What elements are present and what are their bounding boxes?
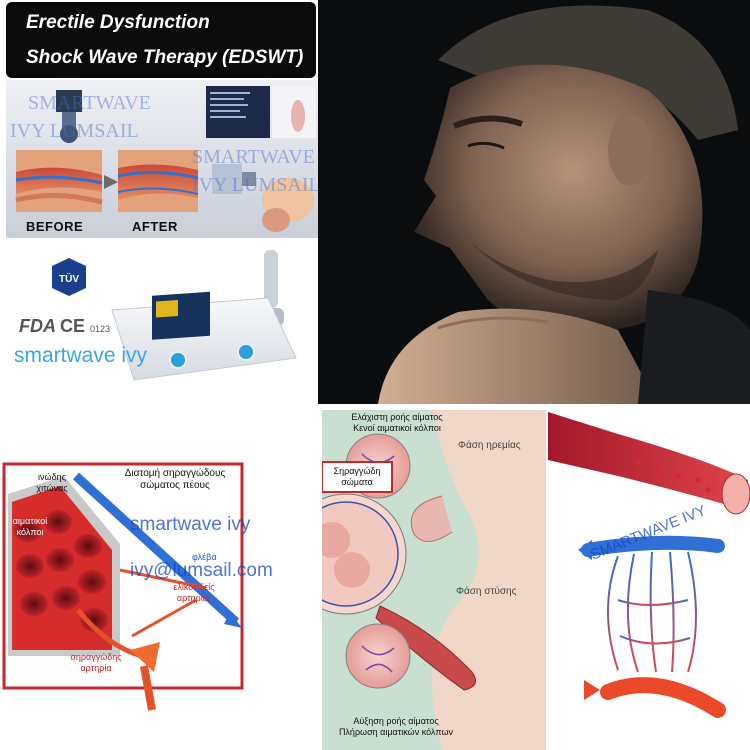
vessel-diagram: SMARTWAVE IVY	[548, 410, 750, 750]
top-caption-line1: Ελάχιστη ροής αίματος	[351, 412, 443, 422]
watermark-top-line2: IVY LUMSAIL	[10, 120, 139, 142]
ce-mark-letters: CE	[60, 316, 86, 336]
cross-section-illustration	[2, 462, 244, 711]
title-line-2: Shock Wave Therapy (EDSWT)	[26, 47, 304, 68]
man-profile-image	[318, 0, 750, 404]
bottom-caption: Αύξηση ροής αίματος Πλήρωση αιματικών κό…	[326, 716, 466, 738]
label-artery: σηραγγώδης αρτηρία	[70, 652, 122, 673]
blood-cells	[635, 453, 711, 493]
before-tissue	[15, 150, 103, 212]
device-illustration: TÜV	[52, 250, 297, 381]
vessel-illustration	[548, 412, 750, 718]
phase-erection-label: Φάση στύσης	[456, 586, 517, 597]
watermark-right-line1: SMARTWAVE	[192, 146, 315, 168]
label-tunica: ινώδης χιτώνας	[36, 472, 68, 493]
watermark-right-line2: IVY LUMSAIL	[192, 174, 318, 196]
title-banner: Erectile Dysfunction Shock Wave Therapy …	[6, 2, 316, 78]
tuv-badge-icon: TÜV	[52, 258, 86, 296]
man-photo	[318, 0, 750, 404]
before-after-illustration	[6, 80, 318, 238]
label-sinuses: αιματικοί κόλποι	[12, 516, 48, 537]
top-caption-line2: Κενοί αιματικοί κόλποι	[353, 423, 441, 433]
label-vein: φλέβα	[192, 552, 217, 562]
cavernosa-label-line2: σώματα	[341, 477, 373, 487]
after-tissue	[117, 150, 199, 212]
ce-mark-number: 0123	[90, 324, 111, 334]
after-label: AFTER	[132, 219, 178, 234]
watermark-top-line1: SMARTWAVE	[28, 92, 151, 114]
label-helicine: ελικοειδείς αρτηρίες	[173, 582, 215, 603]
title-line-1: Erectile Dysfunction	[26, 12, 210, 33]
before-label: BEFORE	[26, 219, 84, 234]
before-after-panel: SMARTWAVE IVY LUMSAIL SMARTWAVE IVY LUMS…	[6, 80, 318, 238]
cross-section-diagram: Διατομή σηραγγώδους σώματος πέους ινώδης…	[0, 410, 322, 750]
device-panel: TÜV FDA CE 0123 smartwave ivy	[6, 248, 318, 398]
phases-illustration	[322, 410, 546, 750]
phase-rest-label: Φάση ηρεμίας	[458, 440, 521, 451]
cavernosa-label-line1: Σηραγγώδη	[333, 466, 381, 476]
ce-mark: CE 0123	[60, 316, 110, 337]
cavernosa-label: Σηραγγώδη σώματα	[324, 466, 390, 488]
cross-section-title: Διατομή σηραγγώδους σώματος πέους	[124, 468, 226, 491]
watermark-name: smartwave ivy	[130, 514, 251, 535]
device-watermark: smartwave ivy	[14, 344, 148, 367]
bottom-caption-line2: Πλήρωση αιματικών κόλπων	[338, 727, 454, 737]
bottom-caption-line1: Αύξηση ροής αίματος	[353, 716, 439, 726]
svg-text:TÜV: TÜV	[59, 272, 79, 285]
phases-diagram: Ελάχιστη ροής αίματος Κενοί αιματικοί κό…	[322, 410, 546, 750]
watermark-email: ivy@lumsail.com	[130, 560, 273, 581]
fda-mark: FDA	[19, 316, 56, 336]
top-caption: Ελάχιστη ροής αίματος Κενοί αιματικοί κό…	[342, 412, 452, 434]
sinus-cells	[14, 510, 108, 632]
